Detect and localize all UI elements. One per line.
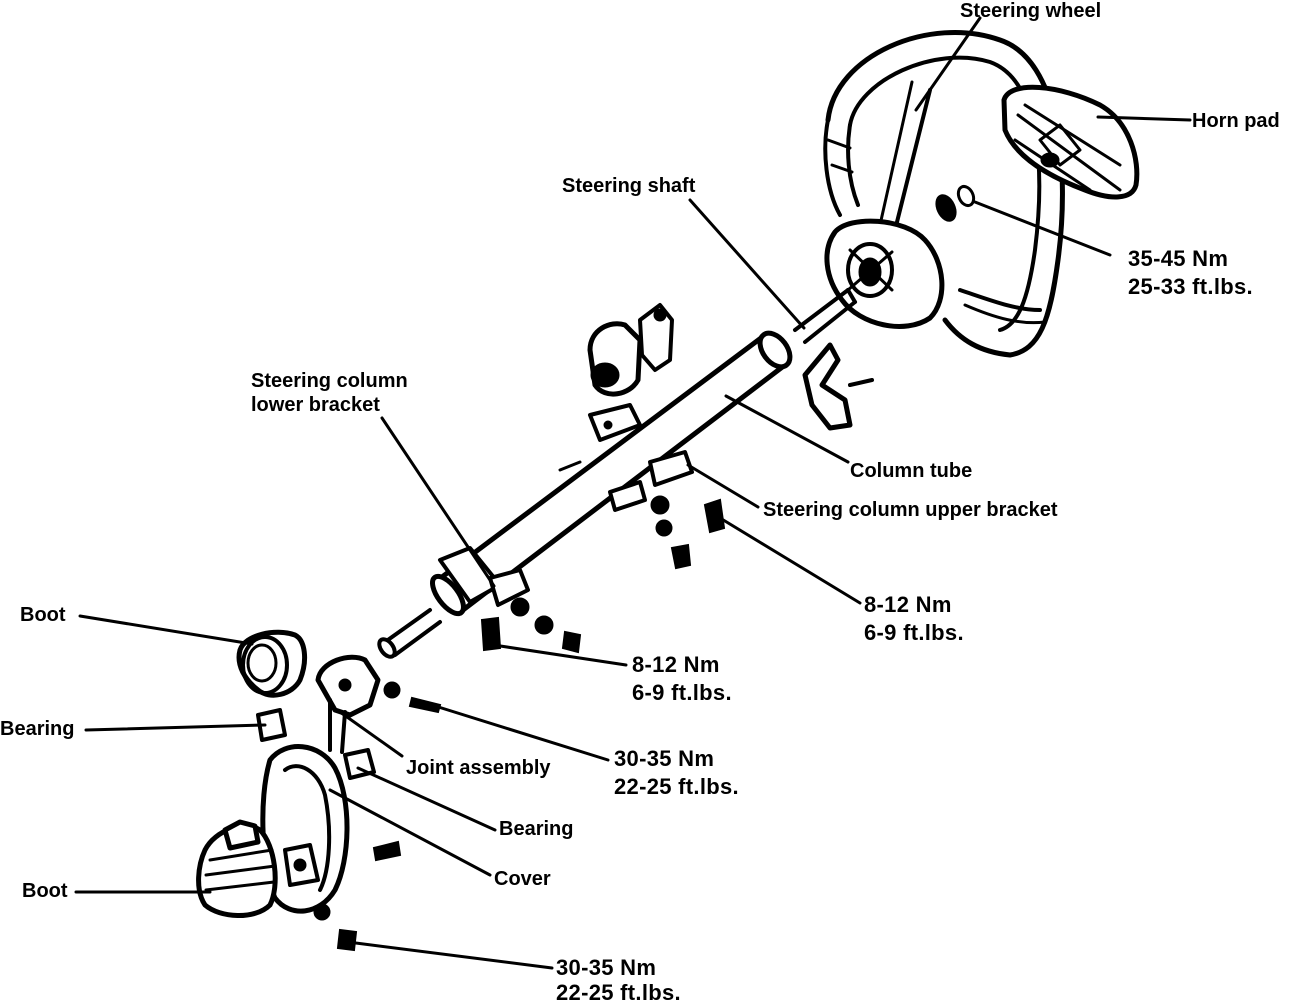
label-boot-lower: Boot (22, 880, 68, 902)
label-column-lower-bracket-line1: Steering column (251, 370, 408, 392)
label-steering-shaft: Steering shaft (562, 175, 696, 197)
label-column-tube: Column tube (850, 460, 973, 482)
label-torque-joint-ft: 22-25 ft.lbs. (614, 774, 739, 799)
lower-bracket-hardware (480, 597, 582, 654)
leader-lines (74, 16, 1192, 970)
bottom-hardware (313, 903, 358, 952)
label-torque-lower-ft: 6-9 ft.lbs. (632, 680, 732, 705)
horn-pad (1001, 84, 1140, 200)
joint-assembly (315, 654, 442, 754)
label-torque-upper-ft: 6-9 ft.lbs. (864, 620, 964, 645)
label-bearing-left: Bearing (0, 718, 75, 740)
bearing-right (343, 748, 402, 862)
label-torque-lower-nm: 8-12 Nm (632, 652, 720, 677)
label-torque-bottom-nm: 30-35 Nm (556, 955, 657, 980)
bearing-left (256, 708, 287, 742)
boot-upper (236, 629, 308, 698)
label-torque-joint-nm: 30-35 Nm (614, 746, 715, 771)
label-torque-wheel-ft: 25-33 ft.lbs. (1128, 274, 1253, 299)
steering-wheel (823, 30, 1065, 358)
label-bearing-right: Bearing (499, 818, 574, 840)
label-horn-pad: Horn pad (1192, 110, 1280, 132)
label-cover: Cover (494, 868, 551, 890)
upper-bracket-hardware (608, 450, 726, 570)
boot-lower (196, 819, 278, 918)
label-torque-bottom-ft: 22-25 ft.lbs. (556, 980, 681, 1005)
label-column-lower-bracket-line2: lower bracket (251, 394, 380, 416)
label-steering-wheel: Steering wheel (960, 0, 1102, 22)
label-joint-assembly: Joint assembly (406, 757, 551, 779)
column-tube-bracket (802, 342, 874, 431)
label-boot-upper: Boot (20, 604, 66, 626)
steering-shaft (377, 288, 857, 659)
column-tube (430, 330, 793, 617)
label-column-upper-bracket: Steering column upper bracket (763, 499, 1058, 521)
ignition-switch (587, 303, 674, 442)
label-torque-upper-nm: 8-12 Nm (864, 592, 952, 617)
label-torque-wheel-nm: 35-45 Nm (1128, 246, 1229, 271)
